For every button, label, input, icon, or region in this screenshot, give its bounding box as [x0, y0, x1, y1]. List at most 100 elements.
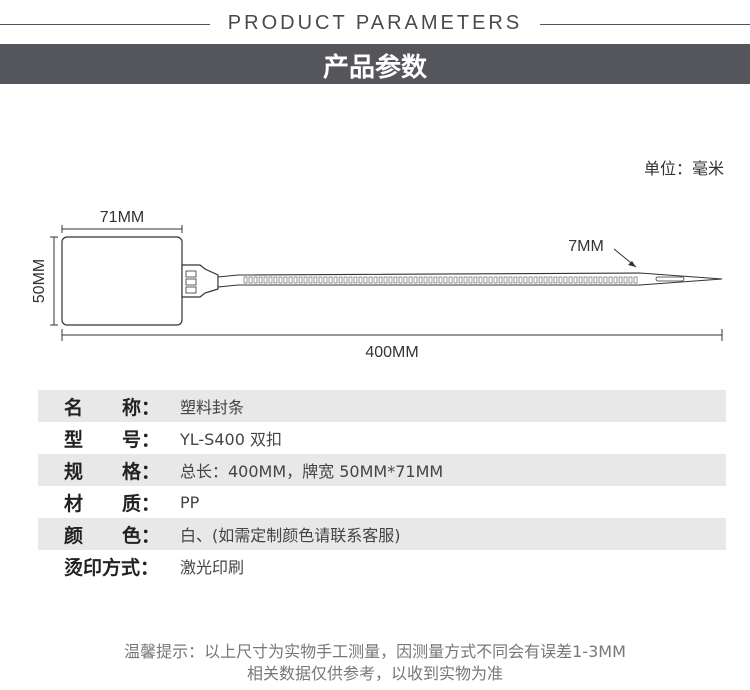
seal-tag — [61, 236, 183, 326]
strap-tooth — [463, 276, 468, 284]
strap-tooth — [378, 276, 383, 284]
spec-value: YL-S400 双扣 — [180, 430, 282, 449]
strap-tooth — [598, 276, 603, 284]
strap-tooth — [498, 276, 503, 284]
tip-width-dimension: 7MM — [568, 238, 637, 268]
spec-label: 材质： — [64, 492, 160, 515]
spec-value: 塑料封条 — [180, 398, 245, 417]
strap-tooth — [623, 276, 628, 284]
strap-tooth — [403, 276, 408, 284]
total-length-dimension: 400MM — [61, 329, 723, 361]
strap-tooth — [433, 276, 438, 284]
strap-tooth — [453, 276, 458, 284]
seal-lock-head — [181, 264, 219, 298]
strap-tooth — [323, 276, 328, 284]
strap-tooth — [358, 276, 363, 284]
spec-table: 名称： 塑料封条 型号： YL-S400 双扣 规格： 总长：400MM，牌宽 … — [38, 390, 726, 582]
strap-tooth — [398, 276, 403, 284]
note-line-1: 温馨提示：以上尺寸为实物手工测量，因测量方式不同会有误差1-3MM — [124, 642, 626, 661]
seal-strap — [217, 272, 723, 288]
strap-tooth — [338, 276, 343, 284]
seal-diagram: 71MM 50MM 7MM 400MM — [31, 209, 723, 361]
strap-tooth — [593, 276, 598, 284]
strap-tooth — [298, 276, 303, 284]
strap-tooth — [578, 276, 583, 284]
strap-tooth — [553, 276, 558, 284]
strap-tooth — [293, 276, 298, 284]
strap-tooth — [428, 276, 433, 284]
strap-tooth — [388, 276, 393, 284]
spec-label: 颜色： — [64, 524, 160, 547]
english-title: PRODUCT PARAMETERS — [227, 12, 523, 34]
strap-tooth — [373, 276, 378, 284]
strap-tooth — [513, 276, 518, 284]
strap-tooth — [543, 276, 548, 284]
strap-tooth — [383, 276, 388, 284]
strap-tooth — [563, 276, 568, 284]
tip-width-label: 7MM — [568, 238, 604, 255]
note-line-2: 相关数据仅供参考，以收到实物为准 — [246, 664, 503, 683]
spec-value: 总长：400MM，牌宽 50MM*71MM — [180, 462, 444, 481]
spec-value: 激光印刷 — [180, 558, 245, 577]
strap-tooth — [518, 276, 523, 284]
strap-tooth — [308, 276, 313, 284]
strap-tooth — [603, 276, 608, 284]
strap-tooth — [243, 276, 248, 284]
spec-row: 颜色： 白、(如需定制颜色请联系客服) — [38, 518, 726, 550]
strap-tooth — [268, 276, 273, 284]
total-length-label: 400MM — [365, 344, 418, 361]
spec-row: 名称： 塑料封条 — [38, 390, 726, 422]
strap-tooth — [588, 276, 593, 284]
strap-tooth — [248, 276, 253, 284]
strap-tooth — [333, 276, 338, 284]
header-rule-left — [0, 24, 210, 25]
strap-tooth — [488, 276, 493, 284]
strap-tooth — [493, 276, 498, 284]
strap-tooth — [408, 276, 413, 284]
strap-tooth — [508, 276, 513, 284]
strap-tooth — [573, 276, 578, 284]
strap-tooth — [363, 276, 368, 284]
strap-tooth — [353, 276, 358, 284]
spec-label: 规格： — [64, 460, 160, 483]
strap-tooth — [613, 276, 618, 284]
strap-tooth — [283, 276, 288, 284]
strap-tooth — [528, 276, 533, 284]
spec-row: 规格： 总长：400MM，牌宽 50MM*71MM — [38, 454, 726, 486]
strap-tooth — [413, 276, 418, 284]
strap-tooth — [458, 276, 463, 284]
strap-tooth — [303, 276, 308, 284]
strap-tooth — [568, 276, 573, 284]
tag-height-label: 50MM — [31, 259, 48, 303]
strap-tooth — [608, 276, 613, 284]
strap-tooth — [278, 276, 283, 284]
spec-row: 材质： PP — [38, 486, 726, 518]
spec-value: PP — [180, 492, 200, 512]
strap-tooth — [468, 276, 473, 284]
strap-tooth — [418, 276, 423, 284]
title-band — [0, 44, 750, 84]
strap-tooth — [318, 276, 323, 284]
header-rule-right — [540, 24, 750, 25]
strap-tooth — [328, 276, 333, 284]
strap-tooth — [538, 276, 543, 284]
strap-tooth — [523, 276, 528, 284]
spec-row: 烫印方式： 激光印刷 — [38, 550, 726, 582]
strap-tooth — [483, 276, 488, 284]
strap-tooth — [258, 276, 263, 284]
strap-teeth — [243, 276, 638, 284]
strap-tooth — [253, 276, 258, 284]
strap-tooth — [393, 276, 398, 284]
strap-tooth — [628, 276, 633, 284]
strap-tooth — [343, 276, 348, 284]
strap-tooth — [473, 276, 478, 284]
strap-tooth — [633, 276, 638, 284]
strap-tooth — [423, 276, 428, 284]
spec-value: 白、(如需定制颜色请联系客服) — [180, 526, 401, 545]
page-title: 产品参数 — [322, 53, 427, 83]
tag-height-dimension: 50MM — [31, 236, 58, 326]
spec-label: 名称： — [64, 396, 160, 419]
strap-tooth — [548, 276, 553, 284]
unit-label: 单位：毫米 — [643, 159, 724, 178]
strap-tooth — [558, 276, 563, 284]
